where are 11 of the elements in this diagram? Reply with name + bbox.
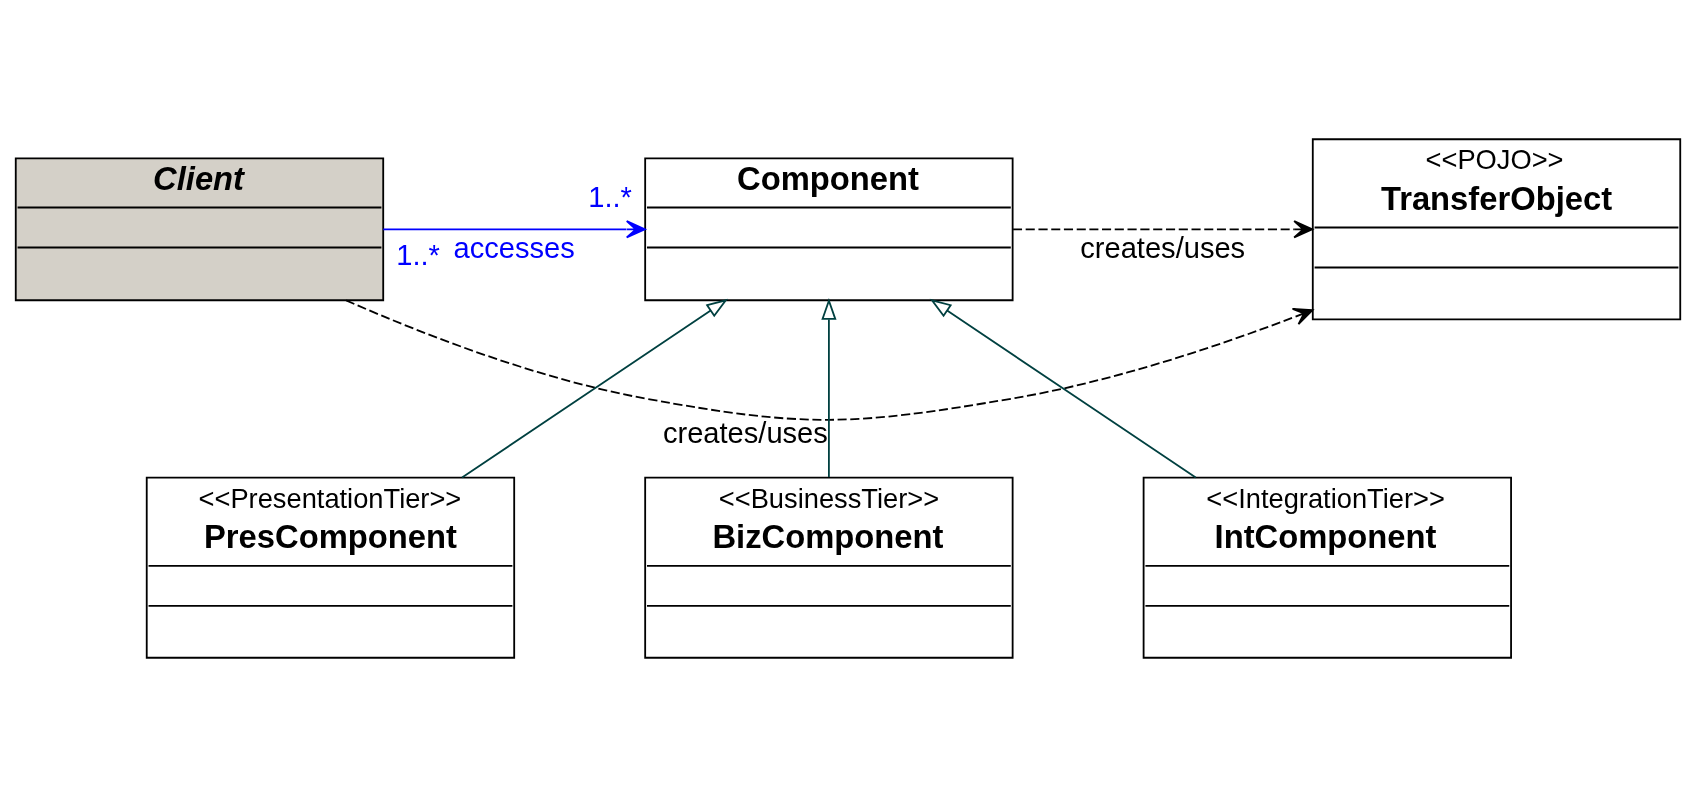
arrow <box>345 299 1314 421</box>
arrow <box>821 297 837 478</box>
edge-label: creates/uses <box>1080 231 1246 264</box>
edge-label: creates/uses <box>662 416 828 449</box>
arrow <box>382 219 646 238</box>
edge-label: accesses <box>453 231 575 264</box>
arrow <box>461 298 729 478</box>
label: 1..* <box>588 180 632 213</box>
arrow <box>1012 219 1314 238</box>
arrow <box>929 298 1197 478</box>
label: 1..* <box>396 238 440 271</box>
